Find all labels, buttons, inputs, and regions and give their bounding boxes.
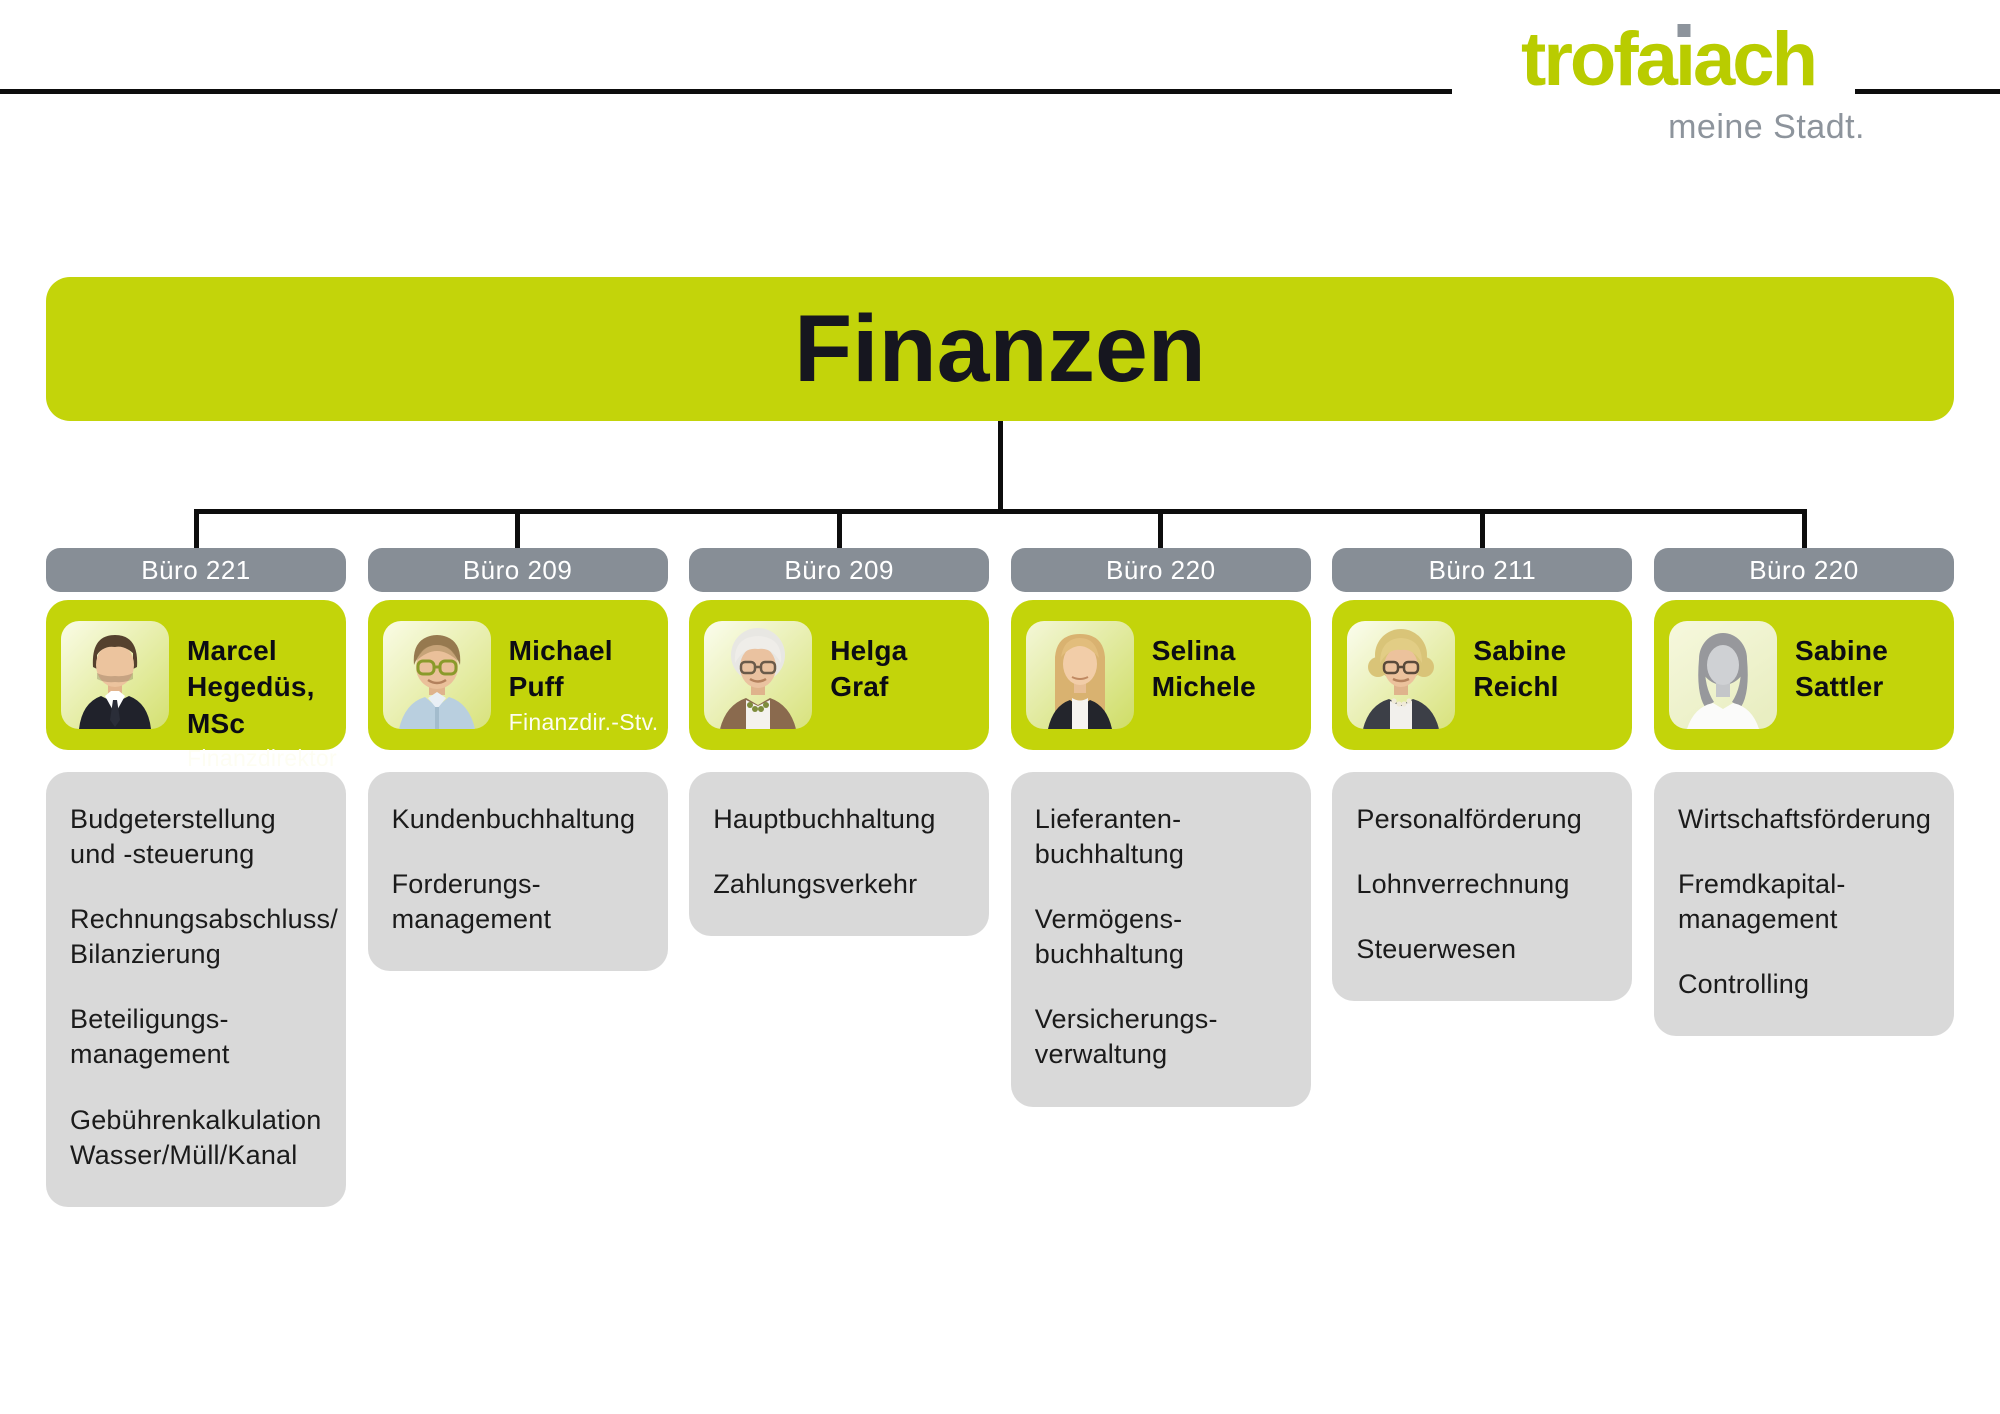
task-item: Zahlungsverkehr: [713, 869, 918, 900]
task-item: Gebührenkalkulation Wasser/Müll/Kanal: [70, 1104, 322, 1170]
person-info: Sabine Reichl: [1473, 600, 1566, 706]
office-label: Büro 209: [784, 554, 894, 585]
placeholder-female-silhouette: [1668, 621, 1777, 729]
task-item: Forderungs- management: [391, 869, 552, 935]
org-column-sabine-reichl: Büro 211: [1332, 548, 1633, 1207]
task-item: Wirtschaftsförderung: [1677, 804, 1932, 834]
logo-tagline: meine Stadt.: [1668, 108, 1865, 146]
portrait-selina-michele: [1025, 621, 1134, 729]
connector-drop: [1802, 509, 1807, 550]
task-item: Fremdkapital- management: [1677, 869, 1846, 935]
portrait-helga-graf: [704, 621, 813, 729]
task-box: Personalförderung Lohnverrechnung Steuer…: [1332, 772, 1633, 1002]
task-item: Steuerwesen: [1356, 934, 1517, 965]
portrait-michael-puff: [382, 621, 491, 729]
person-card: Selina Michele: [1010, 600, 1311, 750]
connector-drop: [837, 509, 842, 550]
header-rule-right: [1855, 89, 2000, 94]
office-badge: Büro 209: [689, 548, 990, 592]
connector-drop: [194, 509, 199, 550]
org-column-michael-puff: Büro 209: [367, 548, 668, 1207]
person-card: Helga Graf: [689, 600, 990, 750]
person-info: Michael Puff Finanzdir.-Stv.: [509, 600, 659, 736]
person-info: Sabine Sattler: [1795, 600, 1888, 706]
person-name: Selina Michele: [1151, 635, 1256, 703]
connector-drop: [515, 509, 520, 550]
office-badge: Büro 220: [1653, 548, 1954, 592]
task-item: Versicherungs- verwaltung: [1034, 1004, 1218, 1070]
person-name: Sabine Reichl: [1473, 635, 1567, 703]
person-name: Michael Puff: [508, 635, 613, 703]
logo-dotless-i: ı: [1674, 17, 1696, 102]
task-item: Kundenbuchhaltung: [391, 804, 636, 834]
task-item: Personalförderung: [1356, 804, 1582, 834]
office-label: Büro 220: [1749, 554, 1859, 585]
task-item: Controlling: [1677, 969, 1810, 1000]
office-badge: Büro 220: [1010, 548, 1311, 592]
task-item: Beteiligungs- management: [70, 1004, 230, 1070]
person-role: Finanzdir.-Stv.: [508, 708, 659, 735]
person-info: Marcel Hegedüs, MSc Finanzdirektor: [187, 600, 340, 772]
header-rule-left: [0, 89, 1452, 94]
logo-text-part2: ach: [1693, 17, 1818, 102]
office-badge: Büro 221: [46, 548, 346, 592]
task-item: Rechnungsabschluss/ Bilanzierung: [70, 904, 338, 970]
page-title: Finanzen: [794, 295, 1206, 402]
person-role: Finanzdirektor: [187, 745, 337, 772]
logo-i-glyph: ı: [1674, 17, 1696, 102]
connector-horizontal-branch: [196, 509, 1804, 514]
task-box: Wirtschaftsförderung Fremdkapital- manag…: [1653, 772, 1954, 1037]
connector-vertical-main: [998, 421, 1003, 511]
office-label: Büro 220: [1106, 554, 1216, 585]
task-item: Vermögens- buchhaltung: [1034, 904, 1185, 970]
person-card: Marcel Hegedüs, MSc Finanzdirektor: [46, 600, 346, 771]
org-column-helga-graf: Büro 209: [689, 548, 990, 1207]
task-box: Hauptbuchhaltung Zahlungsverkehr: [689, 772, 990, 937]
org-columns: Büro 221: [46, 548, 1954, 1207]
office-label: Büro 211: [1428, 554, 1537, 585]
connector-drop: [1158, 509, 1163, 550]
office-label: Büro 209: [462, 554, 573, 585]
person-card: Michael Puff Finanzdir.-Stv.: [367, 600, 668, 750]
department-banner: Finanzen: [46, 277, 1954, 421]
task-item: Hauptbuchhaltung: [713, 804, 936, 834]
task-item: Lieferanten- buchhaltung: [1034, 804, 1185, 870]
person-info: Selina Michele: [1152, 600, 1256, 706]
connector-drop: [1480, 509, 1485, 550]
portrait-marcel-hegedues: [61, 621, 169, 729]
task-box: Lieferanten- buchhaltung Vermögens- buch…: [1010, 772, 1311, 1107]
org-column-sabine-sattler: Büro 220: [1653, 548, 1954, 1207]
task-item: Budgeterstellung und -steuerung: [70, 804, 276, 870]
portrait-sabine-reichl: [1347, 621, 1456, 729]
office-badge: Büro 209: [367, 548, 668, 592]
person-name: Marcel Hegedüs, MSc: [187, 635, 315, 739]
person-card: Sabine Reichl: [1332, 600, 1633, 750]
org-column-marcel-hegedues: Büro 221: [46, 548, 346, 1207]
task-box: Budgeterstellung und -steuerung Rechnung…: [46, 772, 346, 1207]
person-info: Helga Graf: [830, 600, 907, 706]
office-label: Büro 221: [141, 554, 251, 585]
task-item: Lohnverrechnung: [1356, 869, 1570, 900]
org-column-selina-michele: Büro 220: [1010, 548, 1311, 1207]
office-badge: Büro 211: [1332, 548, 1633, 592]
task-box: Kundenbuchhaltung Forderungs- management: [367, 772, 668, 972]
person-name: Helga Graf: [830, 635, 908, 703]
logo-gray-dot-icon: [1677, 24, 1691, 37]
person-card: Sabine Sattler: [1653, 600, 1954, 750]
person-name: Sabine Sattler: [1794, 635, 1888, 703]
logo-text-part1: trofa: [1521, 17, 1678, 102]
